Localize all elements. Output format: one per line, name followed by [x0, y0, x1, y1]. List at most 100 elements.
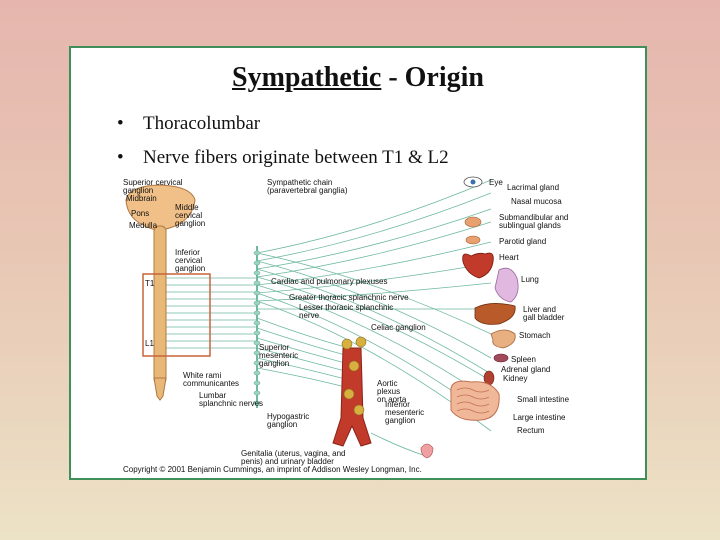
- abdominal-ganglion: [348, 360, 360, 372]
- organ-label: Nasal mucosa: [511, 197, 562, 206]
- copyright-text: Copyright © 2001 Benjamin Cummings, an i…: [123, 465, 422, 474]
- organ-label-line: Kidney: [503, 374, 527, 383]
- stomach-icon: [490, 329, 516, 349]
- postganglionic-fiber: [256, 260, 492, 359]
- left-label-line: splanchnic nerves: [199, 399, 263, 408]
- left-label-line: ganglion: [175, 264, 205, 273]
- organ-label-line: gall bladder: [523, 313, 565, 322]
- left-label-line: ganglion: [267, 420, 297, 429]
- chain-ganglion: [253, 360, 261, 366]
- left-label-line: Inferior: [175, 248, 200, 257]
- conus-medullaris: [153, 377, 167, 401]
- abdominal-ganglion: [341, 338, 353, 350]
- splanchnic-fiber: [256, 347, 350, 373]
- organ-label-line: Adrenal gland: [501, 365, 550, 374]
- chain-ganglion: [253, 310, 261, 316]
- organ-label: Small intestine: [517, 395, 570, 404]
- center-label-line: Celiac ganglion: [371, 323, 426, 332]
- center-label-line: nerve: [299, 311, 320, 320]
- splanchnic-fiber: [256, 327, 350, 357]
- slide-title: Sympathetic - Origin: [71, 62, 645, 94]
- slide-frame: Sympathetic - Origin •Thoracolumbar •Ner…: [69, 46, 647, 480]
- copyright-text-line: Copyright © 2001 Benjamin Cummings, an i…: [123, 465, 422, 474]
- organ-label-line: Small intestine: [517, 395, 570, 404]
- postganglionic-fiber: [256, 268, 492, 375]
- left-label-line: ganglion: [175, 219, 205, 228]
- parotid-icon: [465, 235, 481, 245]
- organ-label: Adrenal gland: [501, 365, 550, 374]
- bullet-item: •Nerve fibers originate between T1 & L2: [117, 144, 449, 178]
- organ-label-line: Submandibular and: [499, 213, 568, 222]
- center-label: Greater thoracic splanchnic nerve: [289, 293, 409, 302]
- heart-icon: [462, 252, 494, 279]
- organ-label-line: Eye: [489, 178, 503, 187]
- chain-ganglion: [253, 280, 261, 286]
- organ-label-line: Parotid gland: [499, 237, 546, 246]
- organ-label: Lacrimal gland: [507, 183, 559, 192]
- left-label-line: Hypogastric: [267, 412, 309, 421]
- organ-label: Large intestine: [513, 413, 566, 422]
- t1-l1-highlight-box: [142, 273, 211, 357]
- organ-label-line: Liver and: [523, 305, 556, 314]
- left-label-line: Midbrain: [126, 194, 157, 203]
- postganglionic-fiber: [256, 241, 492, 286]
- chain-ganglion: [253, 250, 261, 256]
- abdominal-ganglion: [355, 336, 367, 348]
- organ-label-line: Lacrimal gland: [507, 183, 559, 192]
- chain-ganglion: [253, 330, 261, 336]
- left-label-line: T1: [145, 279, 155, 288]
- left-label-line: Middle: [175, 203, 199, 212]
- bullet-item: •Thoracolumbar: [117, 110, 449, 144]
- left-label-line: L1: [145, 339, 154, 348]
- chain-ganglion: [253, 320, 261, 326]
- chain-ganglion: [253, 290, 261, 296]
- splanchnic-fiber: [256, 367, 350, 389]
- organ-label-line: Lung: [521, 275, 539, 284]
- center-label: Sympathetic chain(paravertebral ganglia): [267, 178, 348, 195]
- left-label-line: Medulla: [129, 221, 158, 230]
- left-label-line: Superior cervical: [123, 178, 183, 187]
- lung-icon: [494, 267, 519, 303]
- left-label-line: mesenteric: [259, 351, 298, 360]
- spinal-cord: [153, 225, 167, 385]
- center-label-line: Inferior: [385, 400, 410, 409]
- organ-label: Spleen: [511, 355, 536, 364]
- center-label-line: on aorta: [377, 395, 407, 404]
- liver-icon: [474, 303, 516, 325]
- left-label: L1: [145, 339, 154, 348]
- organ-label: Parotid gland: [499, 237, 546, 246]
- left-label-line: White rami: [183, 371, 221, 380]
- left-label-line: Lumbar: [199, 391, 226, 400]
- bullet-dot: •: [117, 113, 124, 134]
- left-label: Medulla: [129, 221, 158, 230]
- center-label-line: Aortic: [377, 379, 397, 388]
- left-label-line: ganglion: [123, 186, 153, 195]
- center-label-line: Lesser thoracic splanchnic: [299, 303, 393, 312]
- postganglionic-fiber: [256, 282, 492, 302]
- organ-label: Lung: [521, 275, 539, 284]
- anatomy-shapes: [125, 176, 519, 459]
- chain-ganglion: [253, 350, 261, 356]
- left-label-line: communicantes: [183, 379, 239, 388]
- abdominal-ganglion: [343, 388, 355, 400]
- intestine-loop-icon: [456, 408, 490, 414]
- eye-iris-icon: [470, 179, 476, 185]
- midbrain-shape: [125, 184, 196, 231]
- pelvic-fiber: [370, 432, 427, 457]
- splanchnic-fiber: [256, 317, 350, 349]
- organ-label: Rectum: [517, 426, 545, 435]
- postganglionic-fiber: [256, 252, 492, 335]
- center-label: Celiac ganglion: [371, 323, 426, 332]
- center-label-line: (paravertebral ganglia): [267, 186, 348, 195]
- organ-label-line: Spleen: [511, 355, 536, 364]
- postganglionic-fiber: [256, 284, 492, 401]
